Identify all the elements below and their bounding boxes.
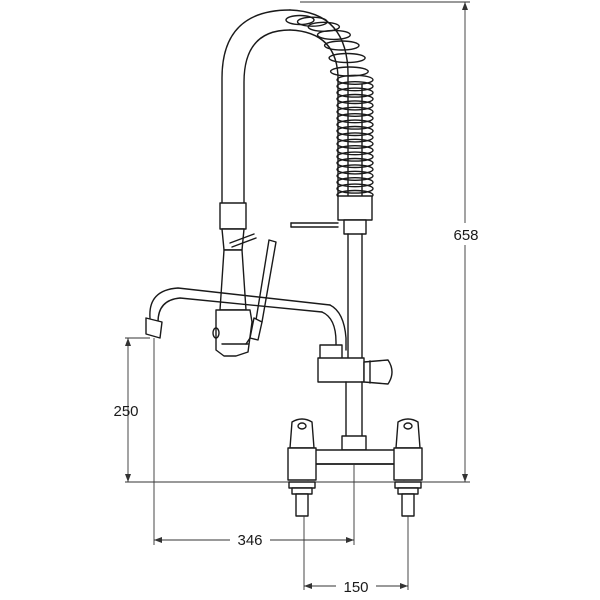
spring-coil-loop: [336, 144, 374, 156]
spout: [145, 287, 347, 351]
spring-coil: [285, 9, 374, 201]
right-handle: [393, 418, 423, 481]
coil-hose-inner: [289, 29, 339, 197]
spring-coil-loop: [336, 132, 374, 143]
right-tail: [394, 481, 422, 517]
spring-coil-loop: [336, 151, 374, 162]
spring-coil-loop: [336, 93, 374, 105]
tap-outline: [125, 9, 470, 517]
spring-coil-loop: [336, 125, 374, 137]
dimension-label-250: 250: [113, 403, 138, 420]
dimension-spout-reach: 346: [153, 338, 355, 550]
spring-coil-loop: [336, 80, 374, 92]
dimension-total-height: 658: [300, 1, 482, 482]
spring-coil-loop: [336, 87, 374, 98]
dimension-label-346: 346: [237, 532, 262, 549]
spring-coil-loop: [336, 176, 374, 188]
gooseneck-hose: [221, 9, 291, 206]
spring-coil-loop: [336, 157, 374, 169]
spring-coil-loop: [336, 112, 374, 124]
spring-coil-loop: [336, 100, 374, 111]
left-handle: [287, 418, 317, 481]
spring-coil-loop: [336, 74, 374, 86]
dimension-spout-height: 250: [113, 337, 150, 482]
riser-pipe: [337, 195, 373, 361]
spring-coil-loop: [336, 170, 374, 182]
spray-head: [212, 202, 257, 357]
spring-coil-loop: [316, 29, 351, 41]
dimension-label-150: 150: [343, 579, 368, 596]
dimension-label-658: 658: [453, 227, 478, 244]
trigger-lever: [245, 239, 277, 345]
spring-coil-loop: [329, 66, 369, 77]
spring-coil-loop: [336, 164, 374, 175]
lower-riser: [341, 381, 367, 451]
coil-hose-outer: [289, 9, 349, 197]
spring-coil-loop: [336, 138, 374, 150]
dimension-centres: 150: [303, 516, 409, 597]
coupling-block: [317, 344, 393, 385]
spring-coil-loop: [336, 183, 374, 194]
hook-bracket: [290, 222, 339, 228]
spring-coil-loop: [336, 106, 374, 118]
spring-coil-loop: [336, 119, 374, 130]
left-tail: [288, 481, 316, 517]
